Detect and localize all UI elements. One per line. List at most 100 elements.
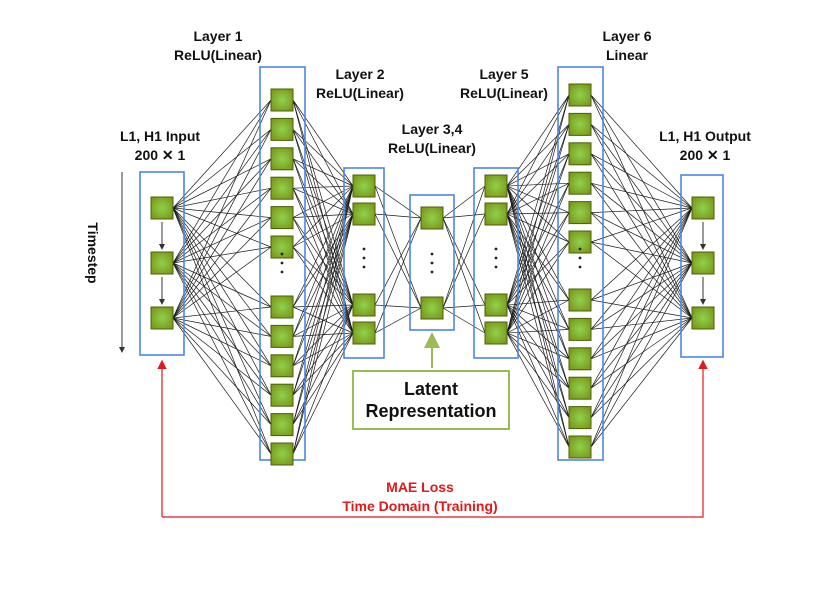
input-label-title: L1, H1 Input [119, 128, 201, 144]
layer6-label: Layer 6 Linear [582, 27, 672, 65]
layer5-node [484, 293, 508, 317]
connection-line [292, 129, 354, 187]
connection-line [374, 185, 422, 309]
connection-line [590, 262, 693, 448]
connection-line [172, 262, 272, 425]
layer2-ellipsis-dot [362, 247, 366, 251]
connection-line [292, 129, 354, 215]
connection-line [590, 212, 693, 319]
layer34-node [420, 206, 444, 230]
connection-line [172, 262, 272, 396]
layer1-node [270, 383, 294, 407]
layer6-node [568, 406, 592, 430]
layer5-node [484, 202, 508, 226]
connection-line [590, 212, 693, 264]
connection-line [590, 317, 693, 418]
connection-line [590, 124, 693, 319]
connection-line [590, 124, 693, 264]
connection-line [292, 158, 354, 306]
input-node [150, 251, 174, 275]
layer6-node [568, 288, 592, 312]
connection-line [292, 99, 354, 306]
layer2-label-title: Layer 2 [335, 66, 385, 82]
layer1-ellipsis-dot [280, 252, 284, 256]
layer2-node [352, 293, 376, 317]
layer2-label: Layer 2 ReLU(Linear) [300, 65, 420, 103]
input-label-size: 200 ✕ 1 [134, 147, 186, 163]
latent-line2: Representation [365, 401, 497, 421]
layer1-label: Layer 1 ReLU(Linear) [158, 27, 278, 65]
layer5-ellipsis-dot [494, 265, 498, 269]
layer6-node [568, 142, 592, 166]
layer2-node [352, 202, 376, 226]
connection-line [172, 158, 272, 319]
connection-line [292, 185, 354, 218]
connection-line [292, 304, 354, 425]
connection-line [292, 185, 354, 425]
layer6-label-title: Layer 6 [602, 28, 652, 44]
connection-line [374, 307, 422, 334]
connection-line [590, 94, 693, 264]
input-node [150, 306, 174, 330]
connection-line [506, 94, 570, 187]
latent-representation-box: Latent Representation [352, 370, 510, 430]
connection-line [172, 207, 272, 396]
layer34-label: Layer 3,4 ReLU(Linear) [372, 120, 492, 158]
connection-line [172, 207, 272, 218]
layer6-box [557, 66, 604, 461]
loss-label: MAE Loss Time Domain (Training) [300, 478, 540, 516]
connection-line [590, 94, 693, 209]
connection-line [590, 241, 693, 319]
layer5-label-title: Layer 5 [479, 66, 529, 82]
connection-line [590, 207, 693, 389]
loss-title: MAE Loss [386, 479, 454, 495]
connection-line [172, 187, 272, 209]
layer6-node [568, 112, 592, 136]
connection-line [590, 207, 693, 330]
connection-line [292, 185, 354, 189]
layer6-node [568, 201, 592, 225]
layer1-node [270, 176, 294, 200]
connection-line [172, 262, 272, 308]
connection-line [292, 99, 354, 215]
timestep-label: Timestep [85, 222, 101, 284]
connection-line [292, 129, 354, 306]
output-label-size: 200 ✕ 1 [679, 147, 731, 163]
layer1-node [270, 88, 294, 112]
connection-line [292, 213, 354, 218]
connection-line [590, 262, 693, 301]
layer2-ellipsis-dot [362, 265, 366, 269]
connection-line [374, 185, 422, 219]
output-node [691, 196, 715, 220]
layer1-node [270, 324, 294, 348]
output-node [691, 251, 715, 275]
connection-line [442, 307, 486, 334]
layer2-ellipsis-dot [362, 256, 366, 260]
layer1-ellipsis-dot [280, 261, 284, 265]
connection-line [172, 207, 272, 248]
connection-line [292, 185, 354, 248]
ellipsis-dots [280, 247, 582, 274]
layer6-node [568, 171, 592, 195]
connection-line [172, 217, 272, 319]
connection-line [442, 213, 486, 219]
output-label: L1, H1 Output 200 ✕ 1 [640, 127, 770, 165]
layer34-label-title: Layer 3,4 [401, 121, 463, 137]
layer2-node [352, 321, 376, 345]
loss-path-right [162, 359, 708, 518]
connection-line [442, 185, 486, 219]
loss-subtitle: Time Domain (Training) [342, 498, 498, 514]
connection-line [590, 317, 693, 360]
connection-line [172, 317, 272, 396]
layer1-label-activation: ReLU(Linear) [174, 47, 262, 63]
connection-line [442, 217, 486, 334]
layer6-node [568, 317, 592, 341]
layer34-ellipsis-dot [430, 252, 434, 256]
layer1-node [270, 117, 294, 141]
layer5-ellipsis-dot [494, 247, 498, 251]
layer6-ellipsis-dot [578, 247, 582, 251]
connection-line [292, 158, 354, 187]
connection-line [590, 317, 693, 389]
layer6-label-activation: Linear [605, 47, 648, 63]
connection-line [172, 317, 272, 455]
